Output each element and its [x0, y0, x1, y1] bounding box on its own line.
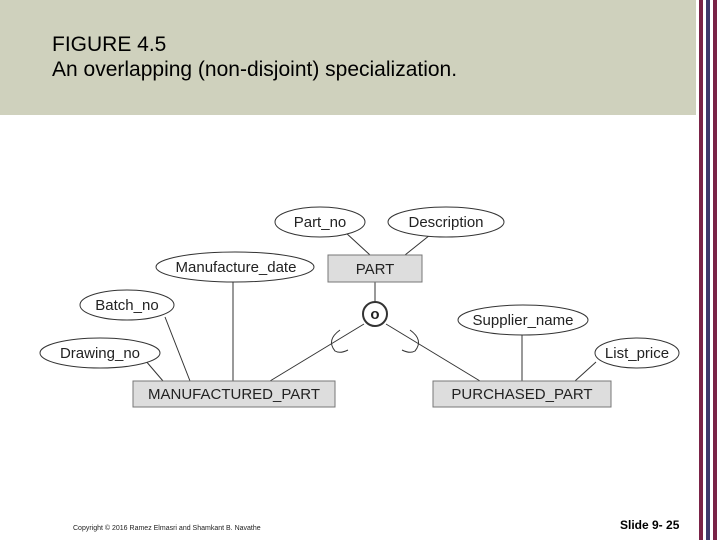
overlap-constraint-circle: o	[362, 301, 388, 327]
attr-list-price: List_price	[594, 337, 680, 369]
line-drawing-no	[144, 359, 164, 382]
figure-number: FIGURE 4.5	[52, 33, 167, 56]
slide-number: Slide 9- 25	[620, 518, 680, 532]
line-part-no	[344, 231, 371, 256]
attr-batch-no: Batch_no	[79, 289, 175, 321]
entity-purchased-part: PURCHASED_PART	[432, 380, 612, 408]
entity-manufactured-part: MANUFACTURED_PART	[132, 380, 336, 408]
attr-list-price-label: List_price	[605, 345, 669, 362]
subset-arc-left	[330, 329, 349, 353]
side-stripe-maroon-2	[713, 0, 717, 540]
copyright-notice: Copyright © 2016 Ramez Elmasri and Shamk…	[73, 525, 261, 532]
side-stripe-navy	[706, 0, 710, 540]
connector-lines	[144, 231, 597, 382]
entity-part-label: PART	[356, 261, 395, 278]
line-description	[404, 234, 431, 256]
attr-description: Description	[387, 206, 505, 238]
line-list-price	[574, 361, 597, 382]
line-circle-to-manufactured	[269, 323, 365, 382]
subset-arc-right	[401, 329, 420, 353]
attr-drawing-no: Drawing_no	[39, 337, 161, 369]
line-circle-to-purchased	[385, 323, 481, 382]
title-banner: FIGURE 4.5 An overlapping (non-disjoint)…	[0, 0, 696, 115]
attr-part-no-label: Part_no	[294, 214, 347, 231]
entity-part: PART	[327, 254, 423, 283]
attr-manufacture-date: Manufacture_date	[155, 251, 315, 283]
attr-supplier-name-label: Supplier_name	[473, 312, 574, 329]
slide-title: FIGURE 4.5 An overlapping (non-disjoint)…	[52, 32, 457, 82]
entity-purchased-part-label: PURCHASED_PART	[451, 386, 592, 403]
entity-manufactured-part-label: MANUFACTURED_PART	[148, 386, 320, 403]
attr-batch-no-label: Batch_no	[95, 297, 158, 314]
line-batch-no	[164, 316, 191, 382]
attr-drawing-no-label: Drawing_no	[60, 345, 140, 362]
attr-supplier-name: Supplier_name	[457, 304, 589, 336]
side-stripe-maroon	[699, 0, 703, 540]
attr-description-label: Description	[408, 214, 483, 231]
figure-caption: An overlapping (non-disjoint) specializa…	[52, 58, 458, 81]
attr-part-no: Part_no	[274, 206, 366, 238]
overlap-constraint-label: o	[370, 306, 379, 323]
attr-manufacture-date-label: Manufacture_date	[176, 259, 297, 276]
